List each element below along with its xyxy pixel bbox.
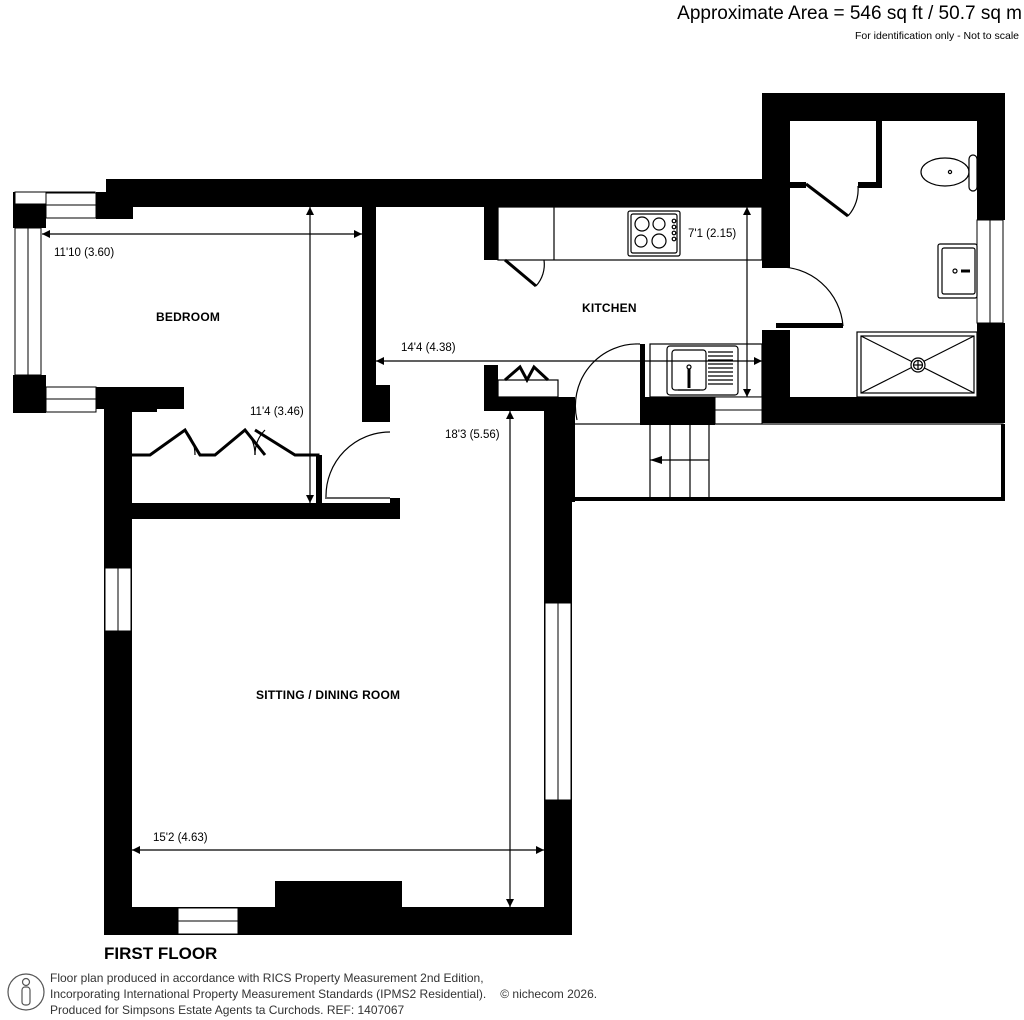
footer-line-2: Incorporating International Property Mea…: [50, 986, 597, 1002]
wardrobe-doors-icon: [132, 427, 322, 505]
sitting-room-left-window: [104, 567, 132, 632]
dim-kitchen-width: [376, 357, 762, 365]
bedroom-top-window: [45, 192, 97, 219]
sitting-room-bottom-window: [177, 907, 239, 935]
dim-sitting-depth: [506, 411, 514, 907]
dim-label-sitting-width: 15'2 (4.63): [153, 832, 208, 844]
toilet-icon: [920, 154, 978, 192]
shower-tray-icon: [856, 331, 978, 398]
sink-icon: [678, 364, 700, 391]
room-label-kitchen: KITCHEN: [582, 301, 637, 315]
person-icon: [7, 973, 45, 1011]
room-label-bedroom: BEDROOM: [156, 310, 221, 324]
dim-label-kitchen-width: 14'4 (4.38): [401, 342, 456, 354]
stairs-icon: [571, 423, 1005, 501]
room-label-sitting-dining: SITTING / DINING ROOM: [256, 688, 401, 702]
dim-label-kitchen-depth: 7'1 (2.15): [688, 228, 737, 240]
drainer: [708, 351, 733, 385]
scale-disclaimer: For identification only - Not to scale: [855, 30, 1019, 42]
footer-line-1: Floor plan produced in accordance with R…: [50, 971, 484, 985]
dim-label-sitting-depth: 18'3 (5.56): [445, 429, 500, 441]
footer-line-3: Produced for Simpsons Estate Agents ta C…: [50, 1003, 405, 1017]
bedroom-side-window: [14, 227, 42, 376]
dim-label-bedroom-width: 11'10 (3.60): [54, 247, 115, 259]
dim-bedroom-depth: [306, 207, 314, 503]
dim-bedroom-width: [42, 230, 362, 238]
shower-room-walls: [762, 93, 1005, 423]
hob-icon: [627, 210, 681, 257]
basin-icon: [937, 243, 978, 299]
shower-room-window: [976, 219, 1004, 324]
landing-door: [325, 431, 391, 499]
dim-kitchen-depth: [743, 207, 751, 397]
kitchen-door: [574, 343, 645, 421]
approximate-area: Approximate Area = 546 sq ft / 50.7 sq m: [677, 3, 1022, 24]
footer-text: Floor plan produced in accordance with R…: [50, 970, 597, 1018]
shower-room-door: [775, 266, 844, 328]
cupboard-door: [805, 182, 859, 218]
sitting-room-walls: [104, 411, 572, 935]
sink-counter: [649, 343, 763, 398]
bedroom-bottom-window: [45, 386, 97, 413]
footer-standards: Incorporating International Property Mea…: [50, 987, 487, 1001]
floor-title: FIRST FLOOR: [104, 944, 218, 963]
sitting-room-right-window: [544, 602, 572, 801]
copyright: © nichecom 2026.: [500, 987, 598, 1001]
dim-label-bedroom-depth: 11'4 (3.46): [250, 406, 304, 418]
dim-sitting-width: [132, 846, 544, 854]
